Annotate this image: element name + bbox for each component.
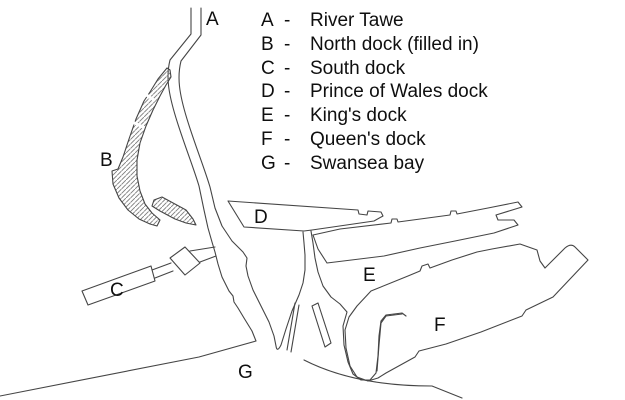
hatch-gap-2 (128, 119, 145, 129)
legend-separator: - (284, 152, 291, 174)
map-label-c: C (110, 280, 124, 301)
legend-separator: - (284, 105, 291, 127)
legend-name: King's dock (310, 105, 407, 127)
south-dock-entrance-upper (189, 246, 216, 252)
training-wall-line-1 (286, 302, 296, 351)
legend-name: Prince of Wales dock (310, 81, 488, 103)
map-label-g: G (238, 362, 253, 383)
south-dock-canal-upper (151, 262, 172, 271)
legend-separator: - (284, 81, 291, 103)
breakwater-line (303, 359, 463, 399)
map-label-d: D (254, 207, 268, 228)
prince-of-wales-dock-outline (227, 200, 384, 232)
legend-name: North dock (filled in) (310, 33, 479, 55)
map-label-a: A (206, 9, 219, 30)
legend-separator: - (284, 33, 291, 55)
map-label-f: F (434, 315, 446, 336)
legend-key: G (261, 152, 276, 174)
kings-dock-outline (312, 201, 523, 264)
legend-row: D - Prince of Wales dock (261, 80, 488, 104)
jetty-outline (311, 302, 332, 348)
legend-row: A - River Tawe (261, 9, 488, 33)
legend-key: A (261, 10, 274, 31)
legend-separator: - (284, 10, 291, 31)
legend-row: G - Swansea bay (261, 152, 488, 176)
legend-row: C - South dock (261, 57, 488, 81)
legend-separator: - (284, 128, 291, 150)
south-dock-outline (81, 265, 156, 306)
legend-row: B - North dock (filled in) (261, 33, 488, 57)
legend-key: C (261, 57, 275, 79)
legend-key: F (261, 128, 273, 150)
training-wall-line-2 (290, 304, 300, 353)
legend: A - River Tawe B - North dock (filled in… (261, 9, 488, 176)
south-dock-entrance-lower (199, 255, 217, 263)
legend-name: Queen's dock (310, 128, 426, 150)
map-label-e: E (363, 265, 376, 286)
east-channel-and-landmass-edge (310, 230, 407, 381)
legend-name: River Tawe (310, 10, 404, 31)
north-dock-hatch-lower (151, 196, 197, 226)
legend-row: F - Queen's dock (261, 128, 488, 152)
legend-row: E - King's dock (261, 104, 488, 128)
queens-dock-inner-quay (376, 313, 403, 372)
south-dock-canal-lower (154, 270, 174, 279)
legend-name: South dock (310, 57, 406, 79)
hatch-gap-1 (140, 90, 156, 102)
legend-key: E (261, 105, 274, 127)
north-dock-hatch-main (111, 67, 172, 227)
legend-key: D (261, 81, 275, 103)
legend-separator: - (284, 57, 291, 79)
map-label-b: B (100, 150, 113, 171)
south-dock-lock (169, 246, 201, 276)
legend-key: B (261, 33, 274, 55)
legend-name: Swansea bay (310, 152, 425, 174)
queens-dock-outline (344, 243, 589, 382)
river-east-bank-and-west-pier (178, 7, 306, 350)
